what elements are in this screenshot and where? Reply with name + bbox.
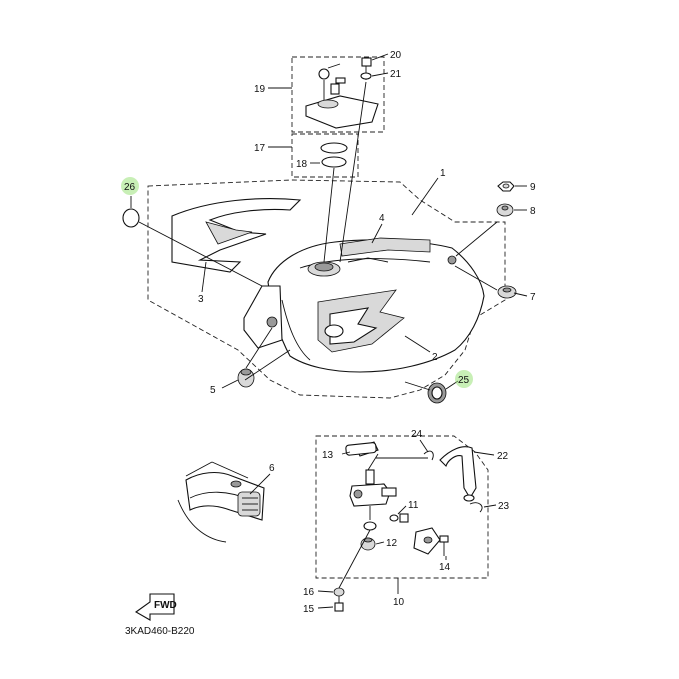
fuel-cock-group-outline: [315, 435, 489, 579]
callout-3: 3: [198, 294, 204, 305]
grommet: [497, 285, 517, 299]
plate-screw: [439, 535, 449, 556]
callout-12: 12: [386, 538, 398, 549]
callout-25: 25: [458, 375, 470, 386]
hose-clip: [423, 450, 483, 513]
callout-7: 7: [530, 292, 536, 303]
callout-15: 15: [303, 604, 315, 615]
highlight-marker-26: [121, 177, 139, 195]
fwd-arrow-icon: [134, 593, 175, 621]
callout-19: 19: [254, 84, 266, 95]
fuel-tank: [243, 239, 485, 373]
callout-9: 9: [530, 182, 536, 193]
side-emblem-decal: [171, 198, 302, 273]
fuel-hose: [439, 446, 477, 502]
callout-20: 20: [390, 50, 402, 61]
callout-5: 5: [210, 385, 216, 396]
fuel-cock-cap: [360, 537, 376, 551]
tank-badge: [427, 382, 447, 404]
nut: [497, 181, 515, 192]
callout-6: 6: [269, 463, 275, 474]
callout-2: 2: [432, 352, 438, 363]
tank-band: [177, 461, 265, 543]
callout-16: 16: [303, 587, 315, 598]
callout-1: 1: [440, 168, 446, 179]
callout-17: 17: [254, 143, 266, 154]
callout-4: 4: [379, 213, 385, 224]
callout-22: 22: [497, 451, 509, 462]
callout-26: 26: [124, 182, 136, 193]
callout-11: 11: [408, 500, 419, 511]
callout-23: 23: [498, 501, 510, 512]
fwd-label: FWD: [154, 600, 177, 611]
fuel-cap-group-outline: [291, 56, 385, 133]
leader-lines: [130, 53, 528, 609]
diagram-code: 3KAD460-B220: [125, 626, 195, 637]
fuel-strainer: [345, 442, 377, 456]
callout-10: 10: [393, 597, 405, 608]
cover-plate: [413, 527, 441, 555]
cap-washer: [360, 72, 372, 80]
fuel-cock: [349, 441, 397, 531]
seal-ring: [122, 208, 140, 228]
cap-gasket: [320, 142, 348, 168]
callout-8: 8: [530, 206, 536, 217]
fuel-cap: [305, 63, 379, 129]
damper: [237, 368, 255, 388]
collar: [496, 203, 514, 217]
callout-24: 24: [411, 429, 423, 440]
callout-18: 18: [296, 159, 308, 170]
highlight-marker-25: [455, 370, 473, 388]
callout-14: 14: [439, 562, 451, 573]
tank-stripe-decal: [339, 237, 431, 263]
callout-13: 13: [322, 450, 334, 461]
cap-gasket-group-outline: [291, 133, 359, 178]
callout-21: 21: [390, 69, 402, 80]
fuel-cock-screw: [389, 513, 409, 523]
